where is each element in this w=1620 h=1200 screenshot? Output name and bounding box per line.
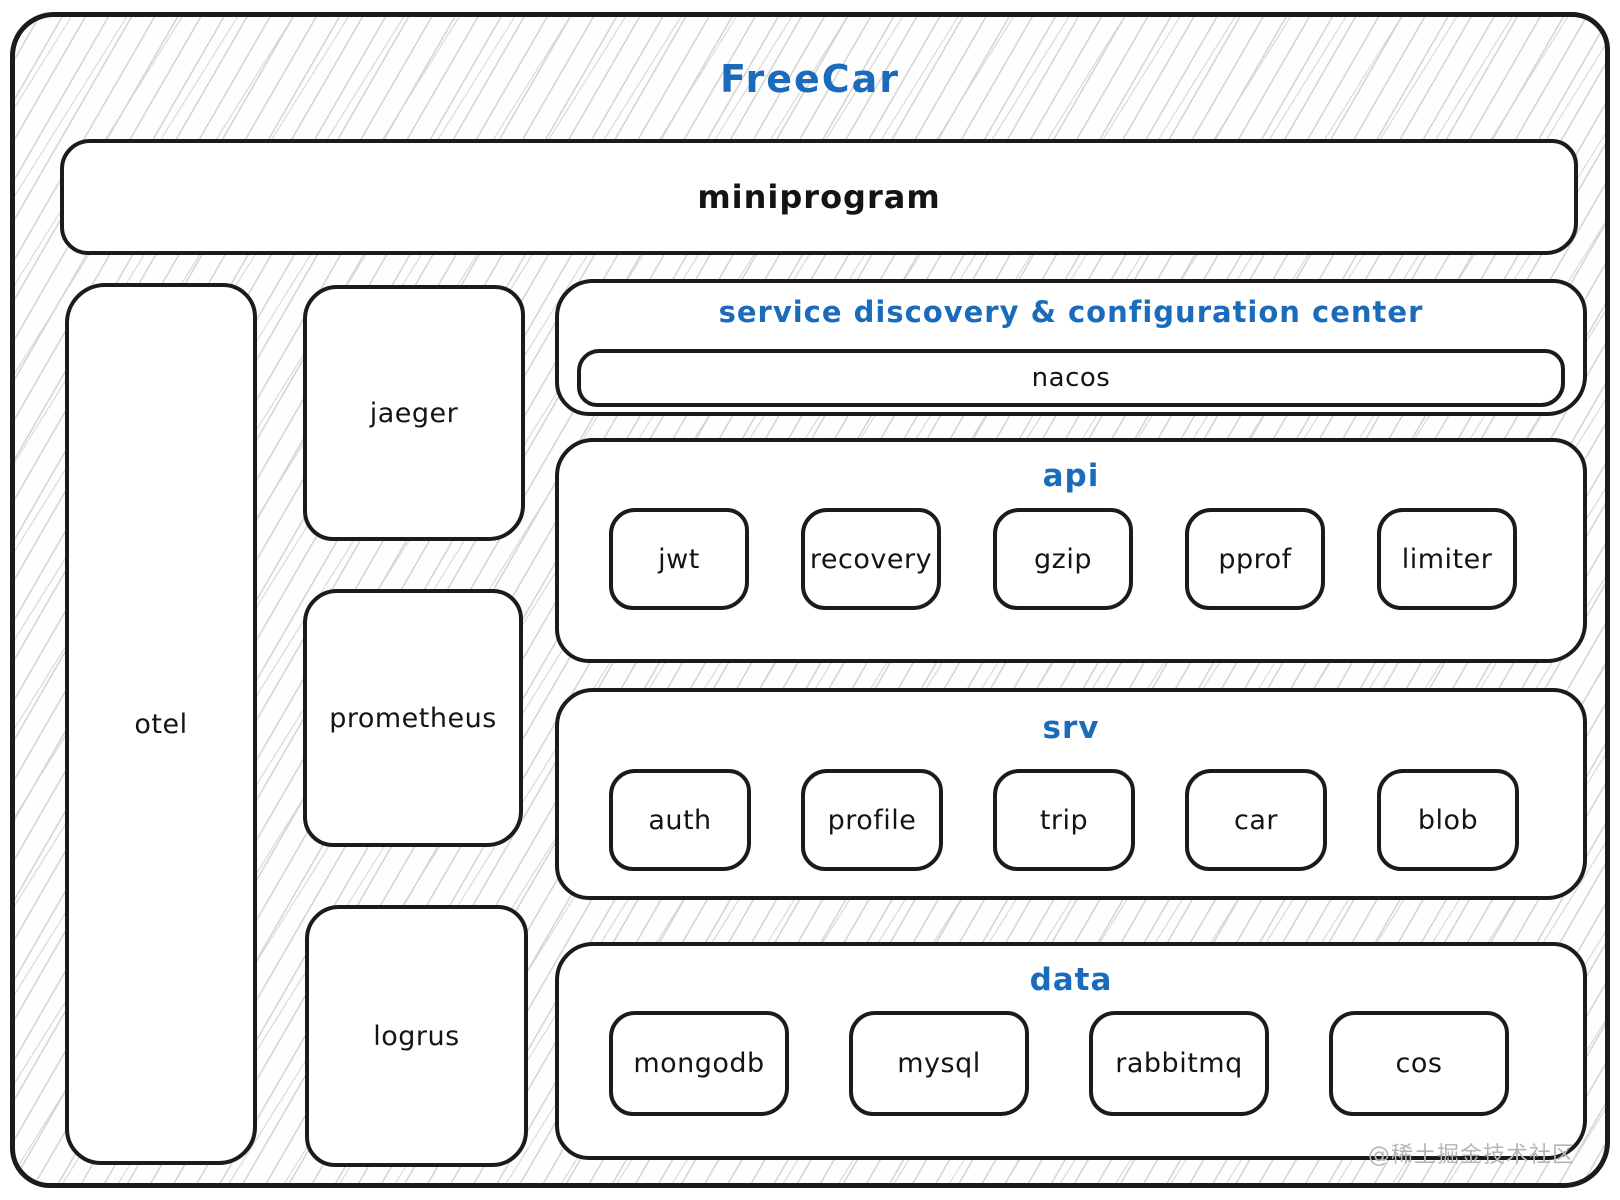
mongodb-node: mongodb [609,1011,789,1116]
trip-node: trip [993,769,1135,871]
prometheus-node: prometheus [303,589,523,847]
recovery-label: recovery [809,543,933,575]
jaeger-node: jaeger [303,285,525,541]
car-label: car [1234,804,1278,836]
profile-label: profile [827,804,917,836]
nacos-node: nacos [577,349,1565,407]
api-panel-title: api [1042,458,1100,494]
freecar-frame: FreeCar miniprogram otel jaeger promethe… [10,12,1610,1188]
profile-node: profile [801,769,943,871]
limiter-label: limiter [1401,543,1493,575]
data-panel: data mongodb mysql rabbitmq cos [555,942,1587,1160]
nacos-label: nacos [1031,363,1111,393]
trip-label: trip [1039,804,1089,836]
mysql-node: mysql [849,1011,1029,1116]
otel-label: otel [134,708,188,740]
srv-panel: srv auth profile trip car blob [555,688,1587,900]
recovery-node: recovery [801,508,941,610]
miniprogram-label: miniprogram [697,178,941,216]
auth-node: auth [609,769,751,871]
limiter-node: limiter [1377,508,1517,610]
cos-node: cos [1329,1011,1509,1116]
service-discovery-panel-title: service discovery & configuration center [718,295,1424,329]
pprof-node: pprof [1185,508,1325,610]
miniprogram-node: miniprogram [60,139,1578,255]
gzip-node: gzip [993,508,1133,610]
jwt-label: jwt [658,543,700,575]
car-node: car [1185,769,1327,871]
logrus-label: logrus [373,1020,460,1052]
rabbitmq-node: rabbitmq [1089,1011,1269,1116]
pprof-label: pprof [1218,543,1292,575]
data-panel-title: data [1029,962,1113,998]
cos-label: cos [1395,1048,1443,1079]
api-panel: api jwt recovery gzip pprof limiter [555,438,1587,663]
jwt-node: jwt [609,508,749,610]
blob-label: blob [1417,804,1479,836]
mongodb-label: mongodb [633,1048,765,1079]
prometheus-label: prometheus [329,702,497,734]
rabbitmq-label: rabbitmq [1115,1048,1243,1079]
mysql-label: mysql [897,1048,981,1079]
auth-label: auth [648,804,712,836]
watermark: @稀土掘金技术社区 [1367,1143,1575,1168]
diagram-title: FreeCar [719,57,901,101]
blob-node: blob [1377,769,1519,871]
srv-panel-title: srv [1042,710,1100,746]
jaeger-label: jaeger [369,397,459,429]
gzip-label: gzip [1034,543,1092,575]
service-discovery-panel: service discovery & configuration center… [555,279,1587,416]
otel-node: otel [65,283,257,1165]
logrus-node: logrus [305,905,528,1167]
